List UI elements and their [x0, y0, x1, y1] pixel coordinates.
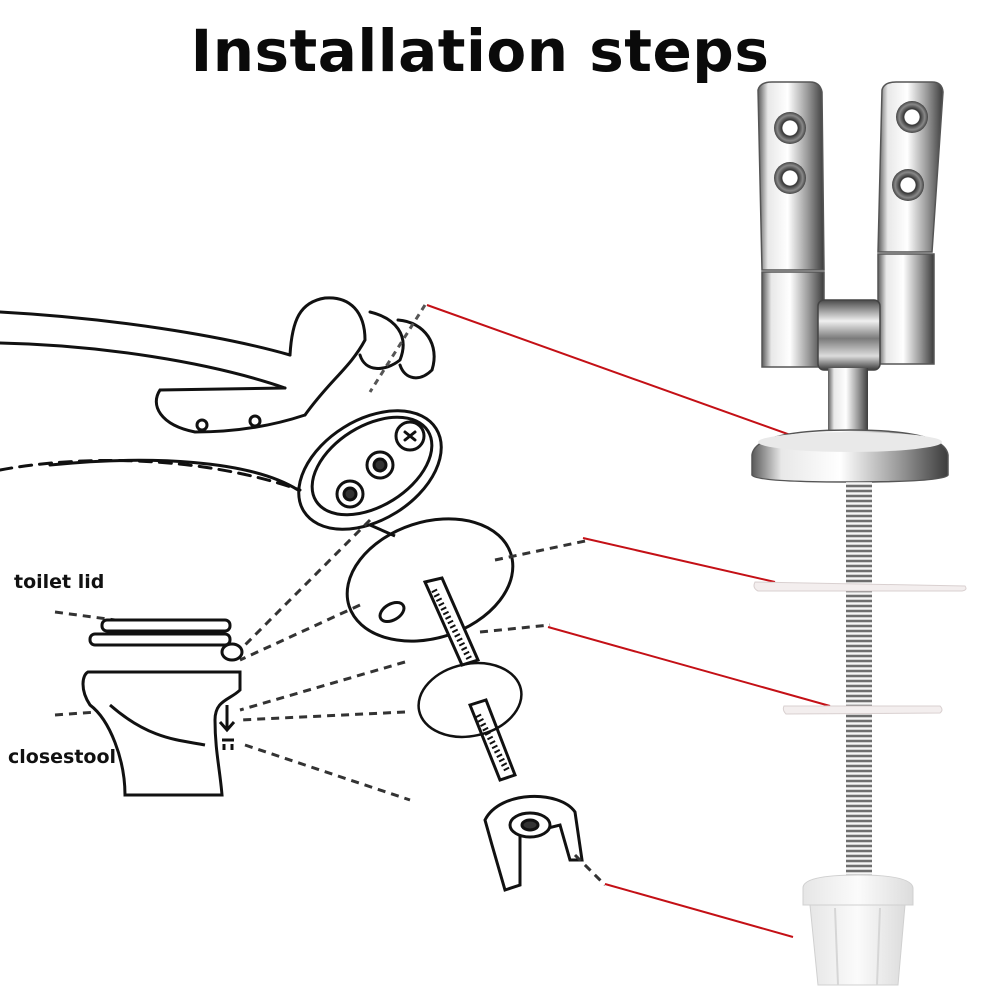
threaded-bolt-photo	[846, 482, 872, 882]
wing-nut-photo	[802, 874, 914, 986]
leader-lines	[426, 304, 839, 938]
nut-drawing	[483, 794, 584, 892]
lower-washer-photo	[782, 705, 943, 715]
upper-washer-photo	[753, 581, 967, 592]
toilet-drawing	[81, 618, 244, 797]
closestool-label: closestool	[8, 746, 117, 768]
hinge-bracket-photo	[751, 81, 949, 483]
page-title: Installation steps	[190, 17, 770, 85]
seat-hinge-drawing	[0, 296, 443, 531]
washer-drawing-small	[417, 661, 523, 739]
bolt-drawing	[422, 576, 517, 782]
toilet-lid-label: toilet lid	[14, 571, 105, 593]
